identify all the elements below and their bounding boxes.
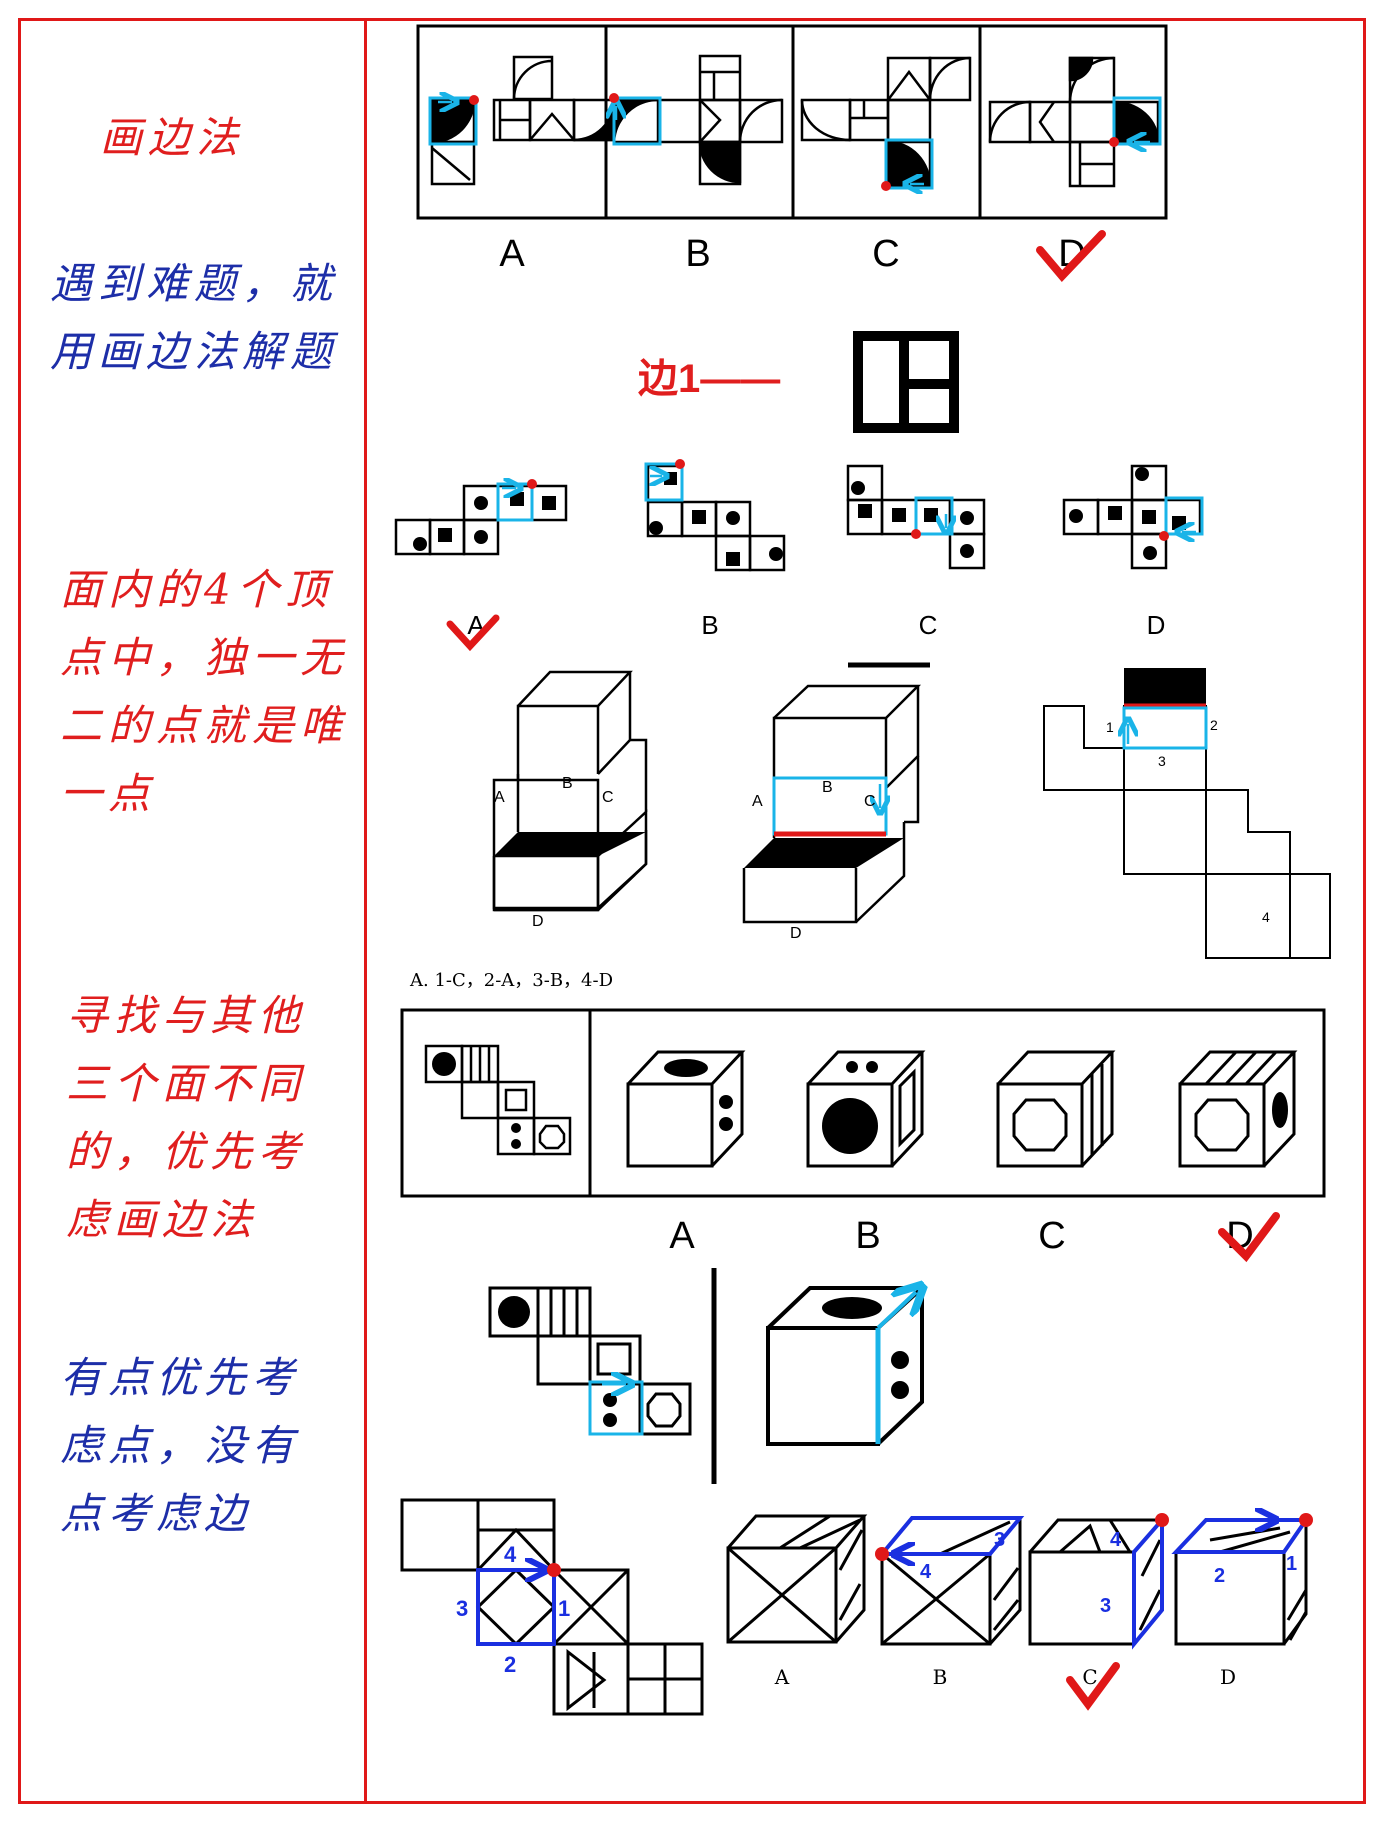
p3-left-label-c: C <box>602 789 614 806</box>
page-border <box>18 18 1366 1804</box>
p4-cube-d <box>1178 1050 1298 1168</box>
p5-label-a: A <box>774 1665 790 1689</box>
p1-d-dot <box>1109 137 1119 147</box>
p1-net-a <box>430 55 616 186</box>
p2-a-dot <box>527 479 537 489</box>
p1-label-c: C <box>872 233 899 275</box>
p5-b-dot <box>875 1547 889 1561</box>
p2-net-b <box>646 464 786 572</box>
p4-cube-a <box>626 1050 746 1168</box>
p5-c-dot <box>1155 1513 1169 1527</box>
p5-cube-c <box>1028 1518 1166 1646</box>
p3-answer-text: A. 1-C，2-A，3-B，4-D <box>409 970 613 991</box>
p5-d-dot <box>1299 1513 1313 1527</box>
p5-b-label-4: 4 <box>920 1561 932 1583</box>
p5-net-label-1: 1 <box>558 1596 570 1621</box>
p3-net-highlight <box>1122 706 1208 750</box>
p3-net-label-2: 2 <box>1210 717 1218 733</box>
p4-net <box>424 1044 572 1156</box>
note-point-first: 有点优先考虑点，没有点考虑边 <box>60 1353 301 1538</box>
p1-label-a: A <box>499 233 525 275</box>
p4-label-a: A <box>669 1215 695 1257</box>
p3-left-label-d: D <box>532 913 544 930</box>
p3-left-label-a: A <box>494 789 505 806</box>
p4-label-b: B <box>855 1215 880 1257</box>
p5-net-dot <box>547 1563 561 1577</box>
p3-net-label-1: 1 <box>1106 719 1114 735</box>
note-hard-problems: 遇到难题，就用画边法解题 <box>50 259 339 376</box>
p4-cube-b <box>806 1050 926 1168</box>
p3-left-black-face <box>494 832 646 856</box>
p2-checkmark <box>446 614 500 652</box>
p2-b-dot <box>675 459 685 469</box>
p5-net-label-2: 2 <box>504 1652 516 1677</box>
p1-a-dot <box>469 95 479 105</box>
p5-d-label-2: 2 <box>1214 1565 1225 1587</box>
note-different-face: 寻找与其他三个面不同的，优先考虑画边法 <box>66 991 307 1244</box>
p5-checkmark <box>1066 1662 1120 1711</box>
p5-label-d: D <box>1220 1665 1236 1689</box>
p5-c-label-3: 3 <box>1100 1595 1111 1617</box>
p1-net-b <box>612 54 784 186</box>
p5-cube-d <box>1174 1518 1309 1646</box>
p5-cube-a <box>726 1514 868 1644</box>
p3-mid-label-b: B <box>822 779 833 796</box>
p3-mid-label-d: D <box>790 925 802 942</box>
p3-net-label-3: 3 <box>1158 753 1166 769</box>
p3-net <box>1043 705 1331 959</box>
p1-net-d <box>988 56 1160 188</box>
p5-net-label-3: 3 <box>456 1596 468 1621</box>
p5-label-b: B <box>933 1665 948 1689</box>
edge-label: 边1—— <box>638 357 780 401</box>
p4-label-c: C <box>1038 1215 1065 1257</box>
p2-c-dot <box>911 529 921 539</box>
p2-d-dot <box>1159 531 1169 541</box>
p1-b-dot <box>609 93 619 103</box>
p4-panel <box>400 1008 1326 1198</box>
note-title: 画边法 <box>100 113 245 162</box>
column-divider <box>364 20 367 1802</box>
p2-label-c: C <box>919 610 938 640</box>
p5-d-label-1: 1 <box>1286 1553 1297 1575</box>
p4-cube-c <box>996 1050 1116 1168</box>
p1-label-b: B <box>685 233 710 275</box>
edge-square-icon <box>853 331 959 433</box>
p4-checkmark <box>1218 1212 1280 1263</box>
p1-b-highlight <box>612 96 662 146</box>
p3-middle-black-face <box>744 838 904 868</box>
problem1-panel <box>416 24 1168 220</box>
p2-label-d: D <box>1147 610 1166 640</box>
p3-left-label-b: B <box>562 775 573 792</box>
note-unique-vertex: 面内的4个顶点中，独一无二的点就是唯一点 <box>60 565 349 818</box>
p5-c-label-4: 4 <box>1110 1529 1122 1551</box>
p5-b-label-3: 3 <box>994 1529 1005 1551</box>
p5-net-label-4: 4 <box>504 1542 517 1567</box>
p5-label-c: C <box>1082 1665 1097 1689</box>
p3-mid-label-c: C <box>864 793 876 810</box>
p1-c-dot <box>881 181 891 191</box>
p1-checkmark <box>1036 230 1106 282</box>
p3-cube-middle <box>742 684 922 924</box>
p3-mid-label-a: A <box>752 793 763 810</box>
p2-b-highlight <box>644 462 684 502</box>
p5-net-highlight <box>476 1568 556 1646</box>
p2-label-b: B <box>701 610 718 640</box>
p3-net-black-face <box>1124 668 1206 706</box>
p4-explain-highlight <box>588 1380 644 1436</box>
p3-net-label-4: 4 <box>1262 909 1270 925</box>
